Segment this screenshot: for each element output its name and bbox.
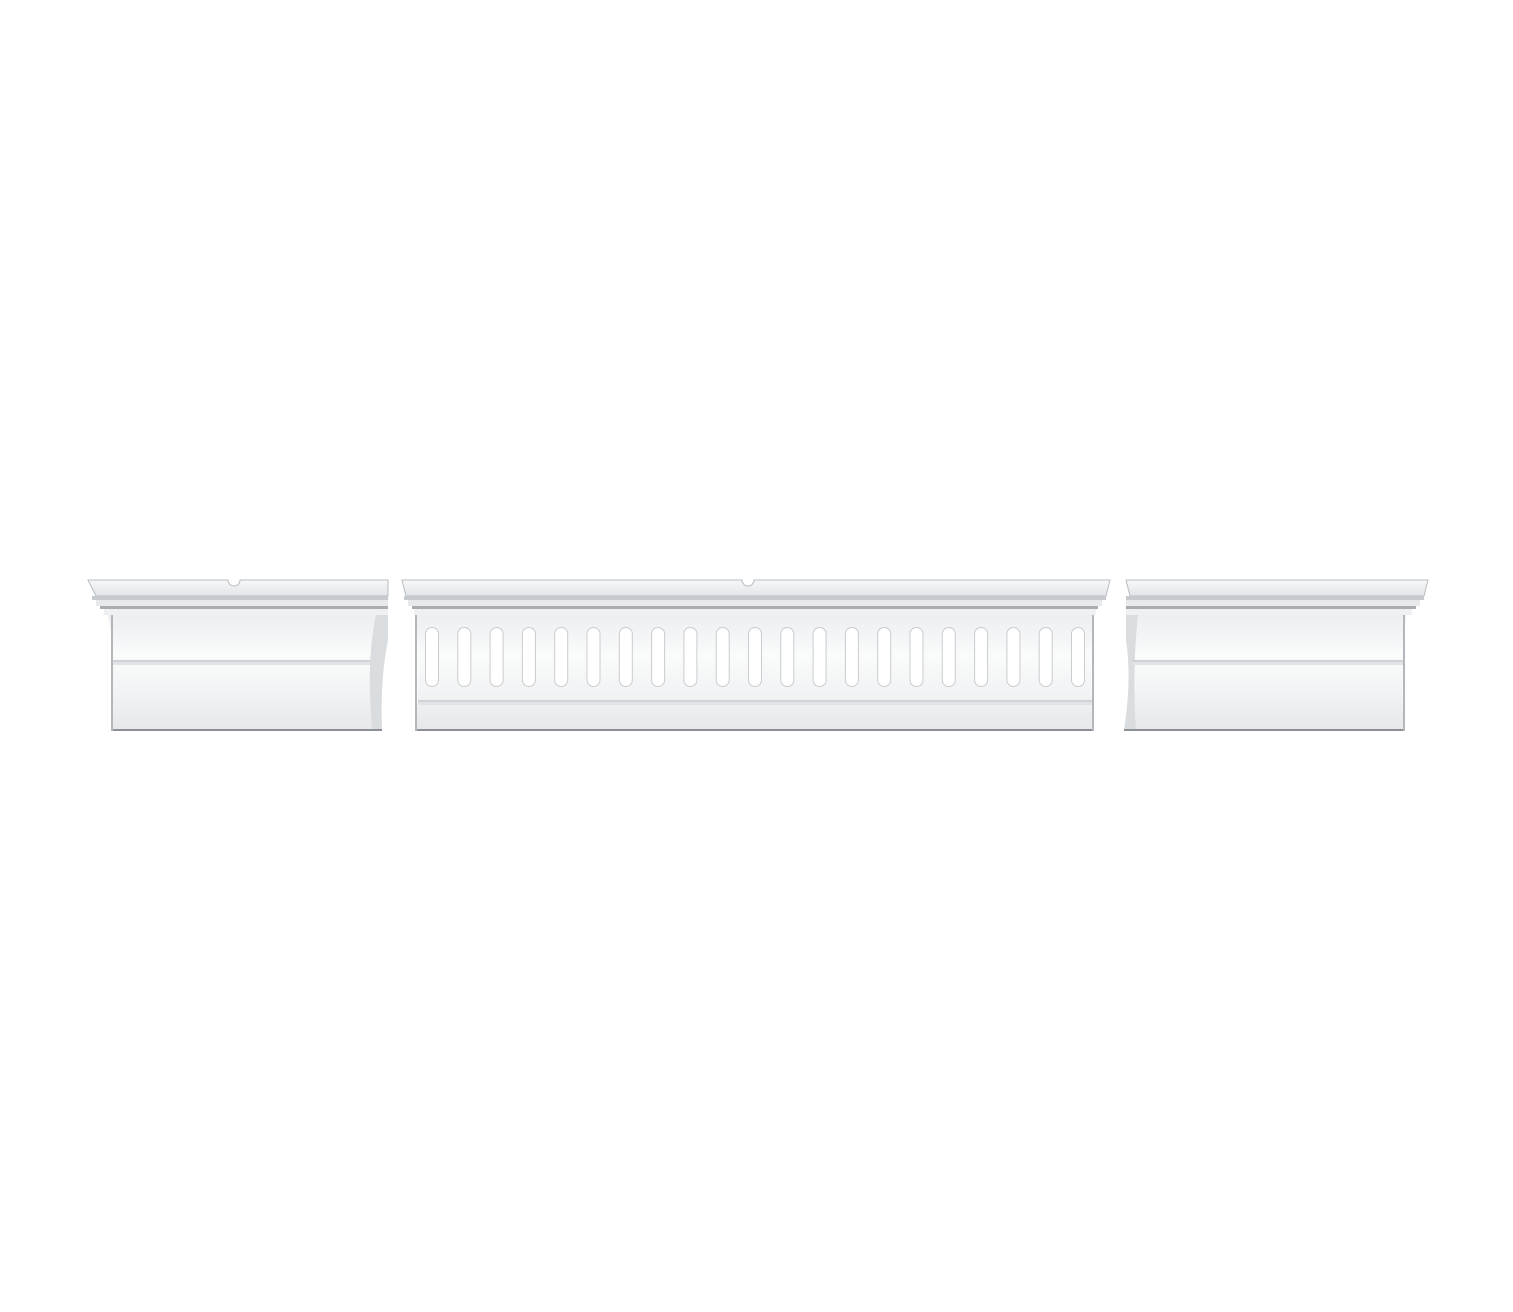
right-cap-top: [1125, 579, 1429, 597]
right-bottom-edge: [1124, 729, 1404, 731]
left-edge-shadow: [369, 615, 388, 730]
left-left-edge: [111, 615, 113, 731]
vent-slot: [652, 628, 665, 686]
center-bead-shadow: [418, 702, 1092, 705]
center-cap-top: [401, 579, 1111, 597]
left-bead-shadow: [112, 662, 382, 665]
vent-slot: [813, 628, 826, 686]
vent-slot: [878, 628, 891, 686]
center-bead-line: [418, 700, 1092, 702]
center-molding-step-3: [412, 606, 1098, 609]
vent-slot: [1072, 628, 1084, 686]
right-molding-step-3: [1126, 606, 1416, 609]
center-molding-step-4: [414, 609, 1096, 615]
vent-slot: [781, 628, 794, 686]
right-edge-shadow: [1124, 615, 1138, 730]
vent-slot: [522, 628, 535, 686]
right-molding-step-2: [1126, 600, 1420, 606]
center-molding-step-1: [404, 596, 1106, 600]
vent-slot: [975, 628, 988, 686]
vent-slot: [587, 628, 600, 686]
center-louvered-section: [401, 579, 1111, 731]
left-molding-step-3: [100, 606, 388, 609]
center-bottom-edge: [416, 729, 1094, 731]
vent-slots: [425, 627, 1085, 687]
vent-slot: [619, 628, 632, 686]
vent-slot: [458, 628, 471, 686]
vent-slot: [426, 628, 438, 686]
vent-slot: [490, 628, 503, 686]
center-left-edge: [415, 615, 417, 731]
vent-slot: [1039, 628, 1052, 686]
left-molding-step-1: [92, 596, 388, 600]
left-bead-line: [112, 660, 382, 662]
left-cap-top: [87, 579, 389, 597]
vent-slot: [1007, 628, 1020, 686]
right-end-cap: [1124, 579, 1429, 731]
vent-slot: [845, 628, 858, 686]
vent-slot: [910, 628, 923, 686]
vent-slot: [555, 628, 568, 686]
vent-slot: [942, 628, 955, 686]
right-right-edge: [1403, 615, 1405, 731]
left-bottom-edge: [112, 729, 382, 731]
right-body: [1124, 615, 1406, 730]
vent-slot: [684, 628, 697, 686]
right-molding-step-4: [1126, 609, 1412, 615]
left-molding-step-4: [104, 609, 388, 615]
right-bead-line: [1132, 660, 1404, 662]
left-end-cap: [87, 579, 389, 731]
right-molding-step-1: [1126, 596, 1424, 600]
center-right-edge: [1092, 615, 1094, 731]
center-molding-step-2: [408, 600, 1102, 606]
vent-slot: [716, 628, 729, 686]
left-body: [108, 615, 388, 730]
right-bead-shadow: [1132, 662, 1404, 665]
left-molding-step-2: [96, 600, 388, 606]
vent-slot: [749, 628, 761, 686]
